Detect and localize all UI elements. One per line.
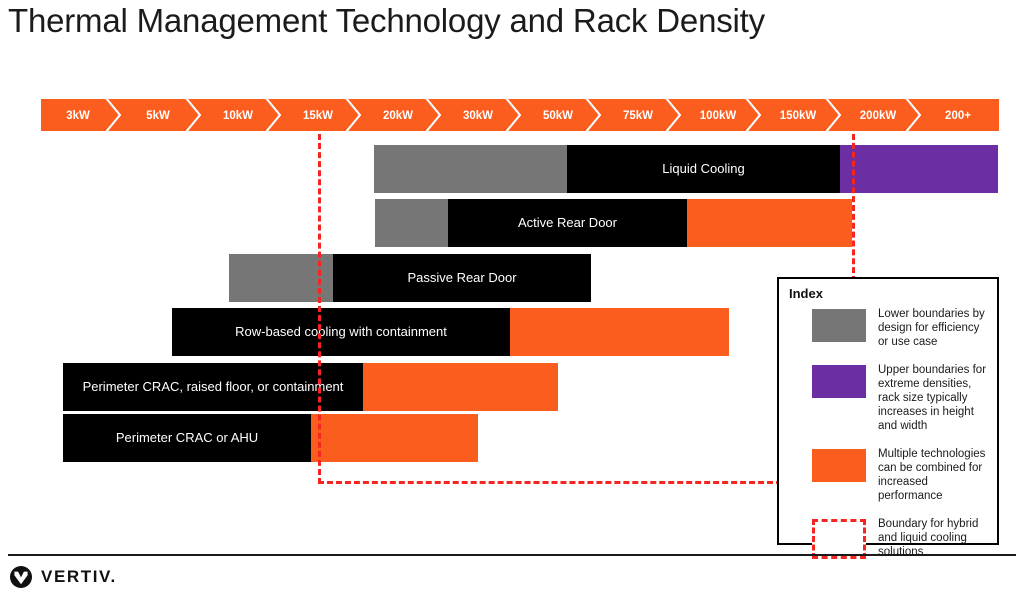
scale-label: 100kW — [700, 110, 737, 122]
bar-segment-orange — [687, 199, 852, 247]
scale-chevron-75kw — [584, 98, 682, 132]
legend-item-label: Lower boundaries by design for efficienc… — [878, 308, 985, 348]
vertiv-logo: VERTIV. — [10, 566, 117, 588]
scale-label: 20kW — [383, 110, 413, 122]
legend-item-label: Multiple technologies can be combined fo… — [878, 448, 986, 502]
boundary-line-connector — [318, 481, 782, 484]
scale-chevron-200plus — [904, 98, 1000, 132]
rack-density-scale: 3kW 5kW 10kW 15kW 20kW 30kW 50kW 75kW 100kW 150kW… — [40, 98, 1000, 132]
legend-item-label: Boundary for hybrid and liquid cooling s… — [878, 518, 979, 558]
legend-title: Index — [789, 286, 823, 301]
bar-segment-black — [448, 199, 687, 247]
scale-chevron-50kw — [504, 98, 602, 132]
bar-row[interactable]: Active Rear Door — [0, 199, 1024, 247]
scale-label: 15kW — [303, 110, 333, 122]
bar-segment-black — [63, 363, 363, 411]
legend-item-list: Lower boundaries by design for efficienc… — [779, 307, 997, 573]
scale-label: 50kW — [543, 110, 573, 122]
scale-chevron-5kw — [104, 98, 202, 132]
bar-segment-orange — [363, 363, 558, 411]
scale-label: 200+ — [945, 110, 971, 122]
legend-item-label: Upper boundaries for extreme densities, … — [878, 364, 987, 432]
legend-item: Boundary for hybrid and liquid cooling s… — [779, 517, 997, 559]
bar-row[interactable]: Liquid Cooling — [0, 145, 1024, 193]
index-legend: Index Lower boundaries by design for eff… — [777, 277, 999, 559]
scale-chevron-30kw — [424, 98, 522, 132]
bar-segment-gray — [229, 254, 333, 302]
bar-segment-purple — [840, 145, 998, 193]
bar-segment-black — [567, 145, 840, 193]
bar-segment-black — [333, 254, 591, 302]
page-title: Thermal Management Technology and Rack D… — [8, 2, 765, 39]
scale-label: 10kW — [223, 110, 253, 122]
bar-segment-orange — [510, 308, 729, 356]
scale-label: 150kW — [780, 110, 817, 122]
scale-chevron-100kw — [664, 98, 762, 132]
legend-swatch-purple — [812, 365, 866, 398]
scale-label: 75kW — [623, 110, 653, 122]
legend-swatch-dashed — [812, 519, 866, 559]
bar-segment-black — [172, 308, 510, 356]
scale-chevron-150kw — [744, 98, 842, 132]
scale-label: 200kW — [860, 110, 897, 122]
legend-item: Multiple technologies can be combined fo… — [779, 447, 997, 503]
legend-swatch-orange — [812, 449, 866, 482]
bar-segment-gray — [375, 199, 448, 247]
scale-label: 30kW — [463, 110, 493, 122]
legend-item: Upper boundaries for extreme densities, … — [779, 363, 997, 433]
boundary-line-15kw — [318, 134, 321, 484]
scale-chevron-20kw — [344, 98, 442, 132]
boundary-line-200kw — [852, 134, 855, 282]
scale-chevron-200kw — [824, 98, 922, 132]
scale-chevron-10kw — [184, 98, 282, 132]
scale-label: 5kW — [146, 110, 170, 122]
bar-segment-black — [63, 414, 311, 462]
vertiv-wordmark: VERTIV. — [41, 567, 117, 586]
bar-segment-gray — [374, 145, 567, 193]
legend-swatch-gray — [812, 309, 866, 342]
scale-label: 3kW — [66, 110, 90, 122]
vertiv-mark-icon — [10, 566, 32, 588]
bar-segment-orange — [311, 414, 478, 462]
legend-item: Lower boundaries by design for efficienc… — [779, 307, 997, 349]
footer-divider — [8, 554, 1016, 556]
scale-chevron-15kw — [264, 98, 362, 132]
